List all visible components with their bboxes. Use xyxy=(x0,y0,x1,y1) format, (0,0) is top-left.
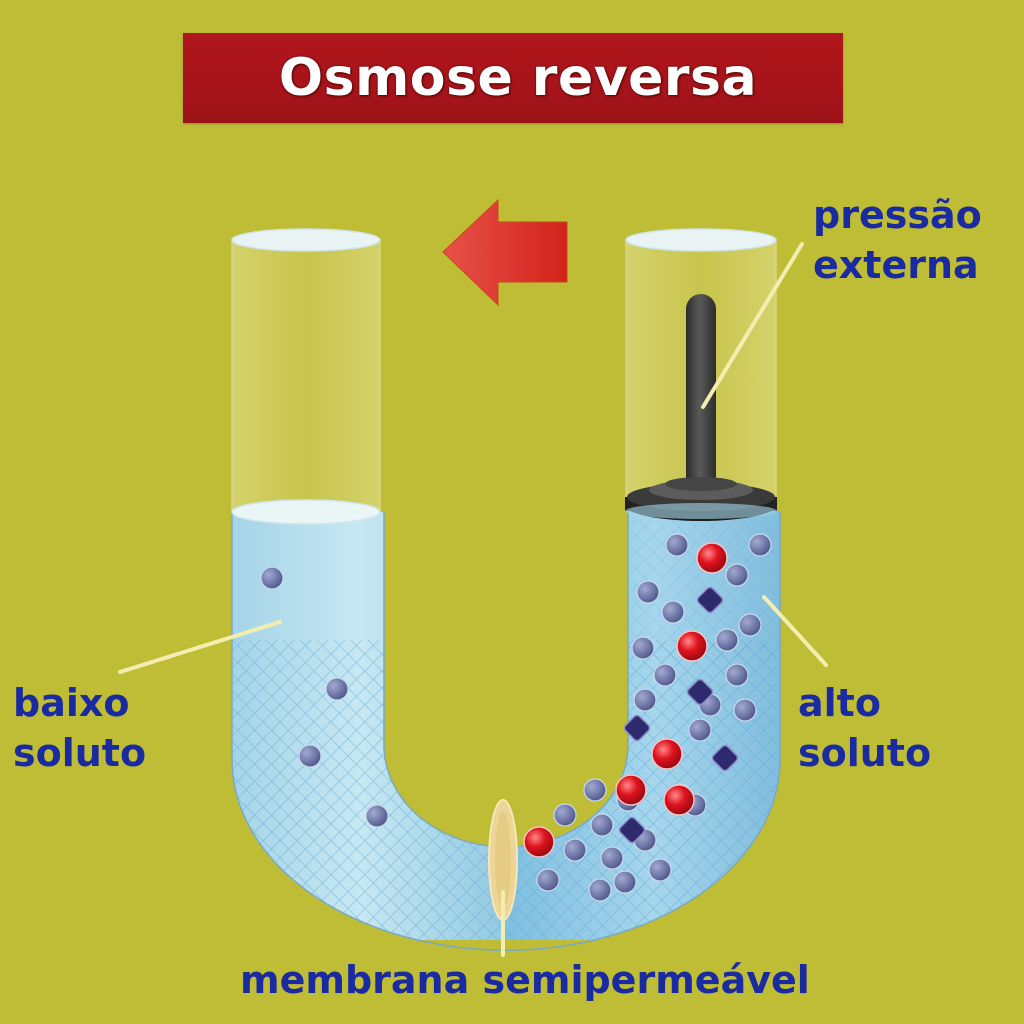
pressure-leader-line xyxy=(701,242,804,409)
square-solute-icon xyxy=(686,678,714,706)
left-tube-glass xyxy=(231,228,381,513)
water-molecule-icon xyxy=(583,778,607,802)
water-molecule-icon xyxy=(365,804,389,828)
pressure-label-line1: pressão xyxy=(813,193,982,237)
pressure-label: pressão externa xyxy=(813,190,982,290)
water-molecule-icon xyxy=(588,878,612,902)
particles-layer xyxy=(260,533,772,902)
water-molecule-icon xyxy=(633,688,657,712)
red-solute-icon xyxy=(696,542,728,574)
flow-direction-arrow-icon xyxy=(442,198,568,307)
water-molecule-icon xyxy=(725,563,749,587)
membrane-label-text: membrana semipermeável xyxy=(240,958,810,1002)
water-molecule-icon xyxy=(590,813,614,837)
leader-lines xyxy=(118,242,828,957)
pressure-label-line2: externa xyxy=(813,243,979,287)
red-solute-icon xyxy=(615,774,647,806)
piston xyxy=(625,294,777,521)
water-molecule-icon xyxy=(725,663,749,687)
red-solute-icon xyxy=(663,784,695,816)
water-molecule-icon xyxy=(661,600,685,624)
water-molecule-icon xyxy=(631,636,655,660)
water-molecule-icon xyxy=(648,858,672,882)
high-solute-leader-line xyxy=(762,595,828,667)
low-solute-label-line1: baixo xyxy=(13,681,130,725)
red-solute-icon xyxy=(523,826,555,858)
title-banner: Osmose reversa xyxy=(183,33,843,123)
red-solute-icon xyxy=(676,630,708,662)
water-molecule-icon xyxy=(325,677,349,701)
water-molecule-icon xyxy=(553,803,577,827)
low-solute-label-line2: soluto xyxy=(13,731,147,775)
high-solute-label: alto soluto xyxy=(798,678,931,778)
water-molecule-icon xyxy=(298,744,322,768)
title: Osmose reversa xyxy=(278,48,758,108)
square-solute-icon xyxy=(623,714,651,742)
water-molecule-icon xyxy=(715,628,739,652)
square-solute-icon xyxy=(696,586,724,614)
low-solute-label: baixo soluto xyxy=(13,678,146,778)
water-molecule-icon xyxy=(738,613,762,637)
water-molecule-icon xyxy=(733,698,757,722)
membrane-label: membrana semipermeável xyxy=(240,955,810,1005)
water-molecule-icon xyxy=(665,533,689,557)
water-molecule-icon xyxy=(636,580,660,604)
square-solute-icon xyxy=(618,816,646,844)
water-molecule-icon xyxy=(260,566,284,590)
red-solute-icon xyxy=(651,738,683,770)
water-molecule-icon xyxy=(748,533,772,557)
square-solute-icon xyxy=(711,744,739,772)
low-solute-leader-line xyxy=(118,620,282,674)
semipermeable-membrane xyxy=(488,799,518,921)
left-water-surface xyxy=(231,499,381,525)
high-solute-label-line1: alto xyxy=(798,681,881,725)
water-molecule-icon xyxy=(536,868,560,892)
high-solute-label-line2: soluto xyxy=(798,731,932,775)
water-molecule-icon xyxy=(688,718,712,742)
water-molecule-icon xyxy=(613,870,637,894)
water-molecule-icon xyxy=(653,663,677,687)
water-molecule-icon xyxy=(563,838,587,862)
water-molecule-icon xyxy=(600,846,624,870)
